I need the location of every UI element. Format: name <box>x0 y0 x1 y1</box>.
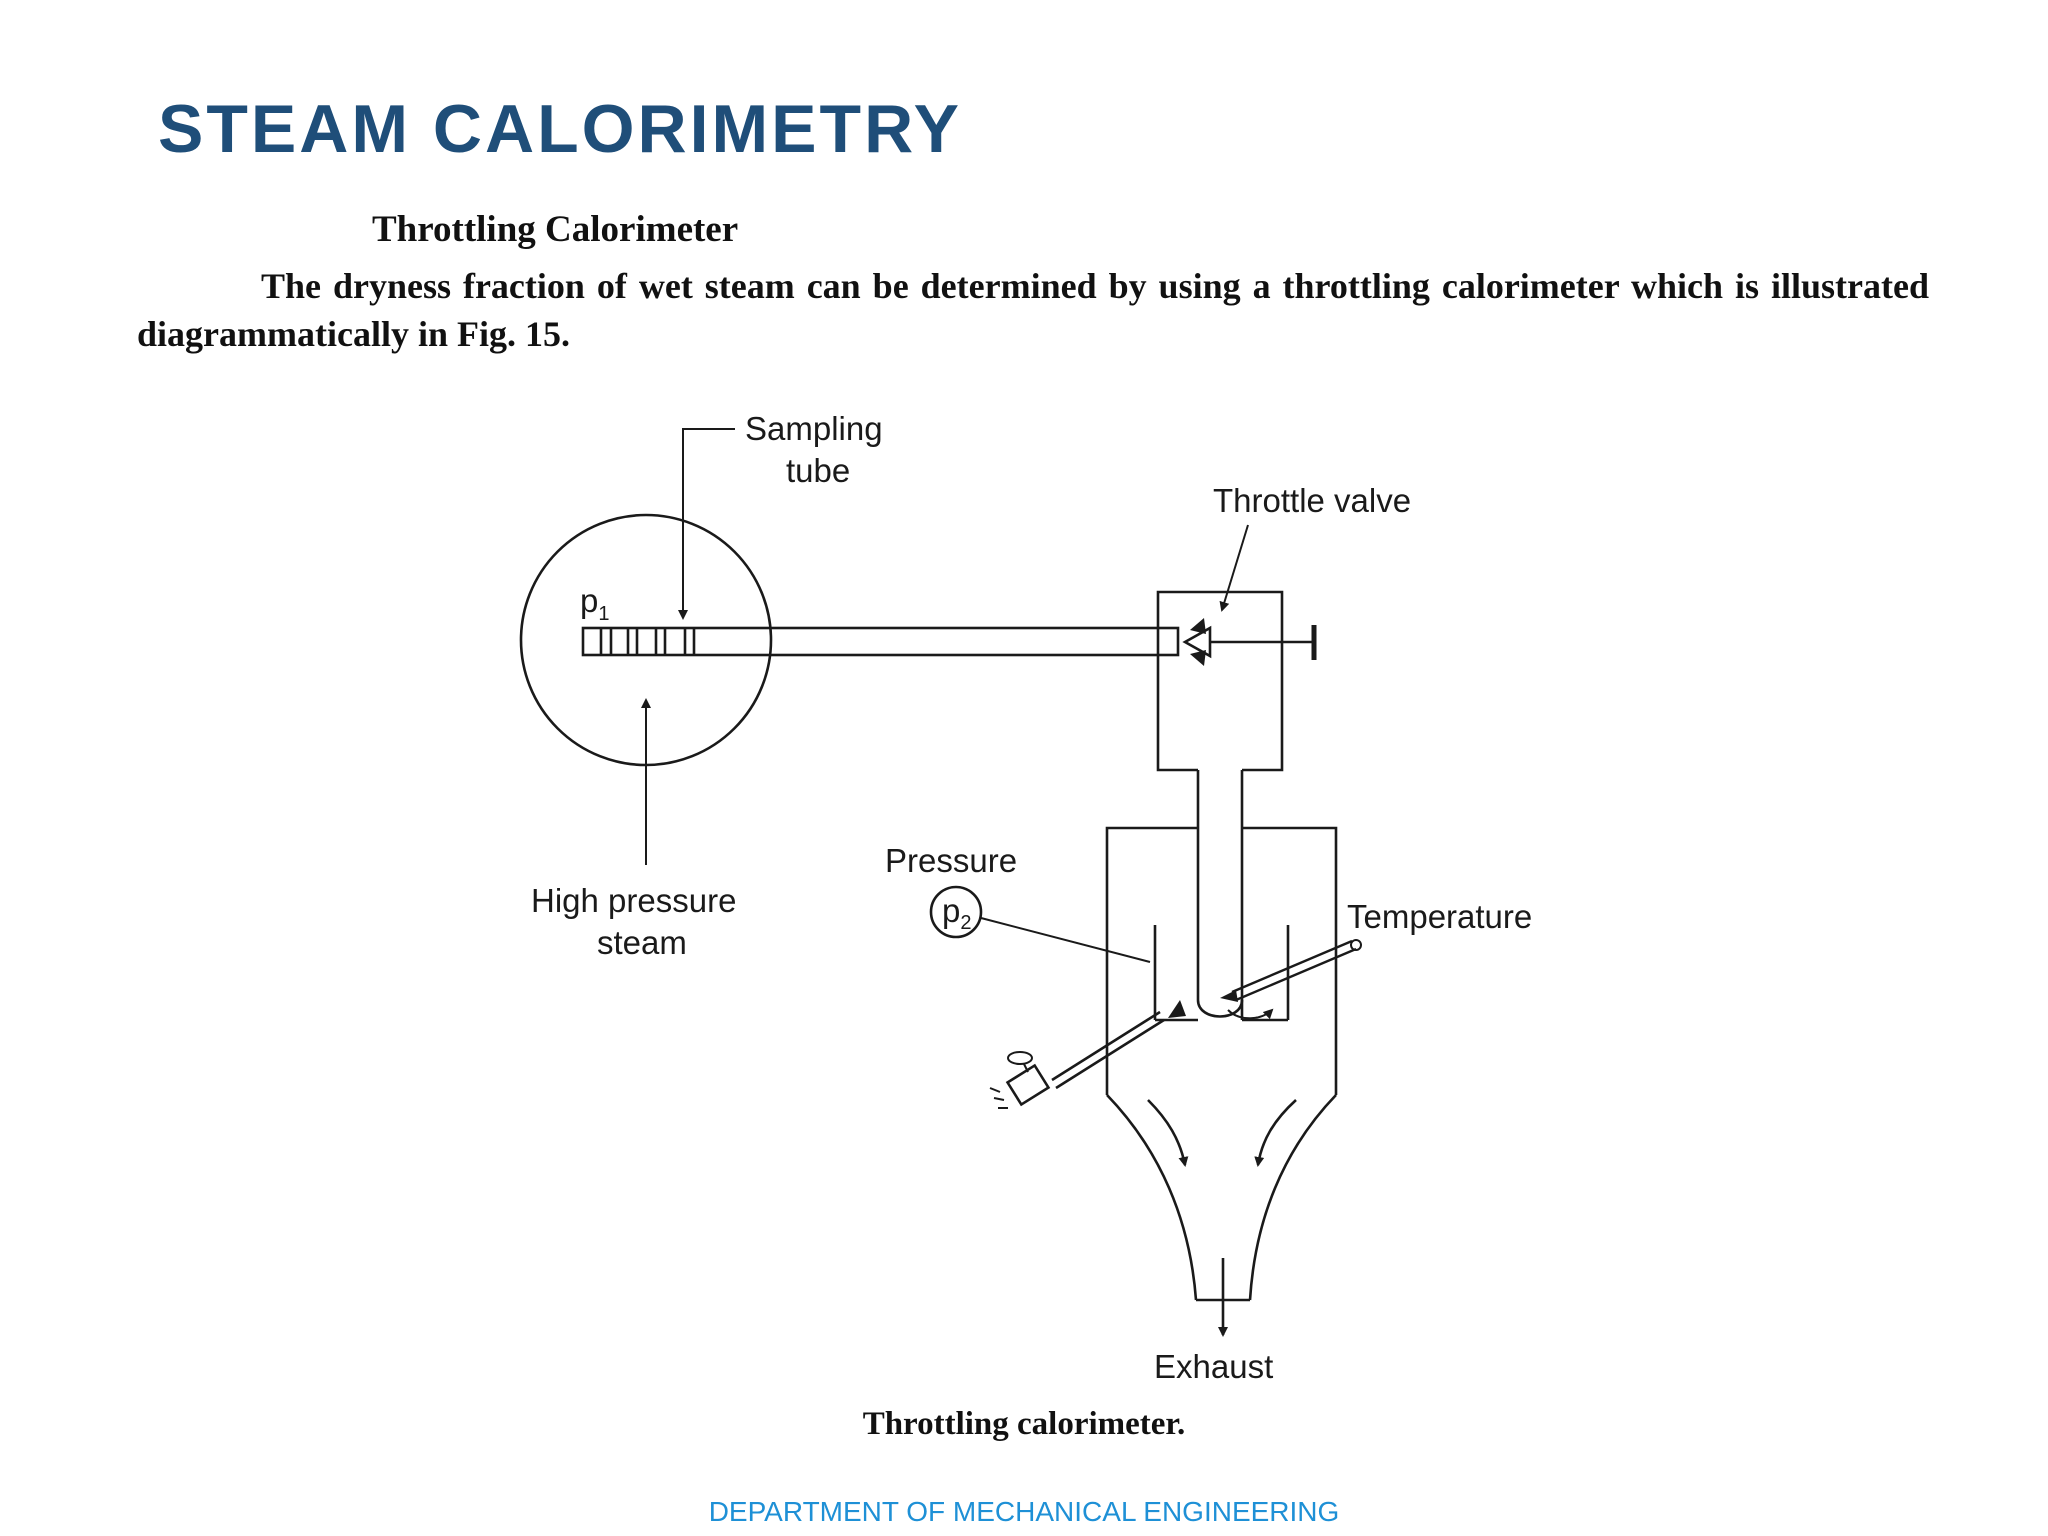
sampling-tube-pointer <box>678 428 735 620</box>
thermometer <box>1220 939 1362 1002</box>
footer-department: DEPARTMENT OF MECHANICAL ENGINEERING <box>708 1496 1340 1527</box>
throttling-calorimeter-diagram: Sampling tube Throttle valve p1 High pre… <box>519 410 1532 1385</box>
high-pressure-label-line2: steam <box>597 924 687 961</box>
throttle-valve-body <box>1156 590 1284 1020</box>
pressure-label: Pressure <box>885 842 1017 879</box>
throttle-valve-label: Throttle valve <box>1213 482 1411 519</box>
body-paragraph: The dryness fraction of wet steam can be… <box>137 266 1929 354</box>
pressure-gauge <box>929 885 1151 963</box>
sampling-label-line1: Sampling <box>745 410 883 447</box>
flow-arrows <box>1147 1099 1297 1167</box>
p1-label: p1 <box>580 582 609 625</box>
high-pressure-label-line1: High pressure <box>531 882 736 919</box>
calorimeter-vessel <box>1105 826 1338 1302</box>
sampling-label-line2: tube <box>786 452 850 489</box>
p2-label: p2 <box>942 892 971 934</box>
exhaust-label: Exhaust <box>1154 1348 1273 1385</box>
throttle-valve-pointer <box>1219 524 1249 612</box>
sampling-tube <box>581 626 1180 657</box>
figure-caption: Throttling calorimeter. <box>862 1406 1186 1442</box>
section-heading: Throttling Calorimeter <box>372 209 739 250</box>
throttle-valve-stem <box>1182 618 1317 666</box>
slide-title: STEAM CALORIMETRY <box>158 91 963 167</box>
drain-cock <box>989 1010 1165 1109</box>
temperature-label: Temperature <box>1347 898 1532 935</box>
